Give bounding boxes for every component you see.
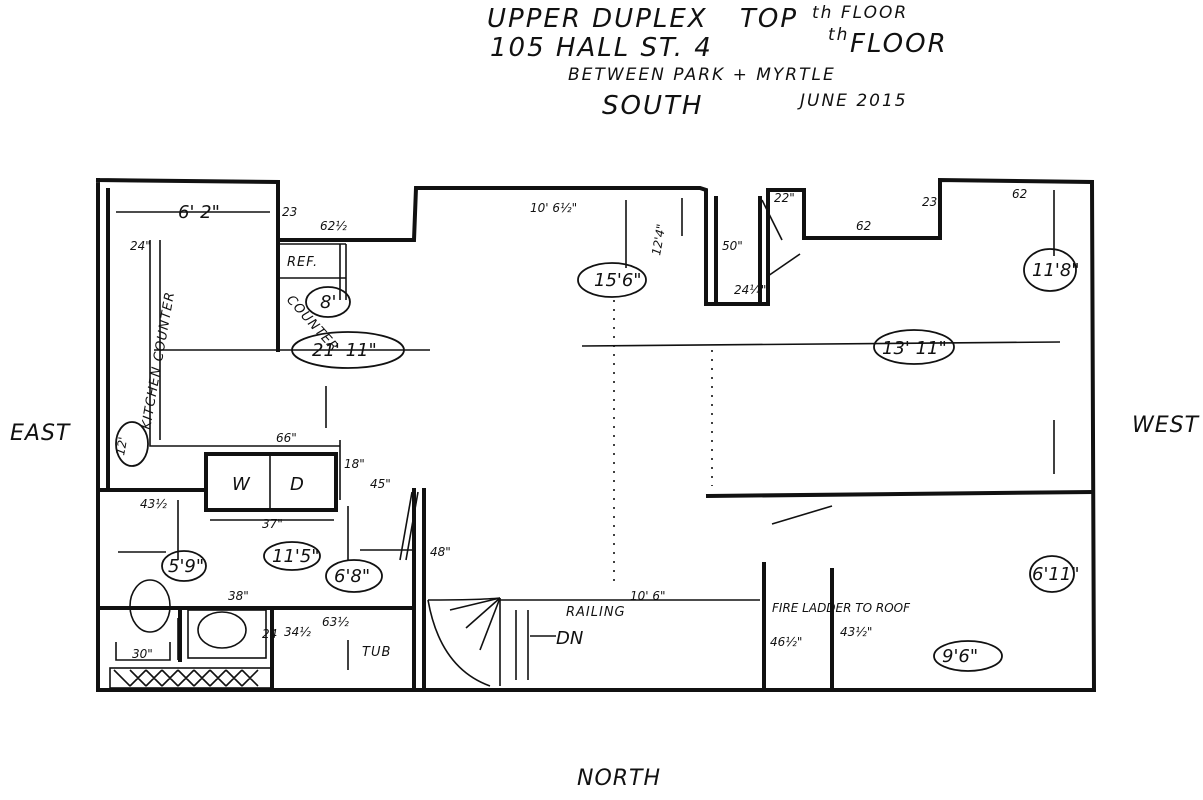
label-refrigerator: REF.	[287, 255, 318, 270]
compass-east: EAST	[10, 421, 71, 446]
dim-5-9: 5'9"	[168, 556, 204, 577]
dimension-lines	[116, 190, 1061, 670]
outer-walls	[95, 177, 1097, 692]
dim-23b: 23	[922, 195, 937, 209]
label-tub: TUB	[362, 645, 391, 660]
dim-43half: 43½	[140, 497, 167, 511]
dim-21-11: 21' 11"	[312, 340, 377, 361]
dim-10-6half: 10' 6½"	[530, 201, 577, 215]
compass-north: NORTH	[577, 766, 661, 791]
label-kitchen-counter: KITCHEN COUNTER	[139, 290, 178, 430]
compass-west: WEST	[1132, 413, 1200, 438]
dim-38: 38"	[228, 589, 249, 603]
label-down: DN	[556, 628, 583, 649]
dim-24q: 24¼"	[734, 283, 766, 297]
dim-18: 18"	[344, 457, 365, 471]
dim-23a: 23	[282, 205, 297, 219]
dimension-callouts	[115, 248, 1077, 672]
dim-45: 45"	[370, 477, 391, 491]
dim-22: 22"	[774, 191, 795, 205]
dim-12: 12'	[113, 436, 130, 457]
dim-46half: 46½"	[770, 635, 802, 649]
dim-37: 37"	[262, 517, 283, 531]
dim-50: 50"	[722, 239, 743, 253]
header-address: 105 HALL ST. 4	[490, 33, 713, 63]
dim-8: 8'	[320, 292, 336, 313]
dim-11-5: 11'5"	[272, 546, 320, 567]
dim-24: 24"	[130, 239, 151, 253]
label-fire-ladder: FIRE LADDER TO ROOF	[772, 601, 911, 615]
dim-11-8: 11'8"	[1032, 260, 1080, 281]
dim-15-6: 15'6"	[594, 270, 642, 291]
dim-62half: 62½	[320, 219, 347, 233]
header-line-1-floor: th FLOOR	[812, 3, 908, 23]
plan-header: UPPER DUPLEX TOP th FLOOR 105 HALL ST. 4…	[487, 3, 948, 121]
dim-48: 48"	[430, 545, 451, 559]
header-south: SOUTH	[602, 91, 703, 121]
header-line-1-top: TOP	[740, 4, 798, 34]
dim-34half: 34½	[284, 625, 311, 639]
dim-30: 30"	[132, 647, 153, 661]
dim-24b: 24	[262, 627, 277, 641]
header-date: JUNE 2015	[797, 91, 908, 111]
dim-62b: 62	[856, 219, 871, 233]
header-address-floor: FLOOR	[850, 29, 948, 59]
dim-6-8: 6'8"	[334, 566, 370, 587]
interior-walls	[96, 196, 1095, 692]
header-line-1: UPPER DUPLEX	[487, 4, 708, 34]
dimension-labels: 6' 2" 23 62½ 24" 10' 6½" 12'4" 50" 22" 2…	[113, 187, 1079, 667]
dim-9-6: 9'6"	[942, 646, 978, 667]
dim-kitchen-width: 6' 2"	[178, 202, 220, 223]
dim-66: 66"	[276, 431, 297, 445]
dim-13-11: 13' 11"	[882, 338, 947, 359]
label-dryer: D	[290, 474, 304, 495]
dim-62c: 62	[1012, 187, 1027, 201]
header-cross-streets: BETWEEN PARK + MYRTLE	[568, 65, 836, 85]
header-address-th: th	[828, 25, 849, 45]
dim-12-4: 12'4"	[649, 223, 668, 257]
dim-43half-b: 43½"	[840, 625, 872, 639]
dim-6-11: 6'11"	[1032, 564, 1080, 585]
dim-63half: 63½	[322, 615, 349, 629]
dim-10-6: 10' 6"	[630, 589, 666, 603]
label-railing: RAILING	[566, 605, 626, 620]
label-washer: W	[232, 474, 251, 495]
